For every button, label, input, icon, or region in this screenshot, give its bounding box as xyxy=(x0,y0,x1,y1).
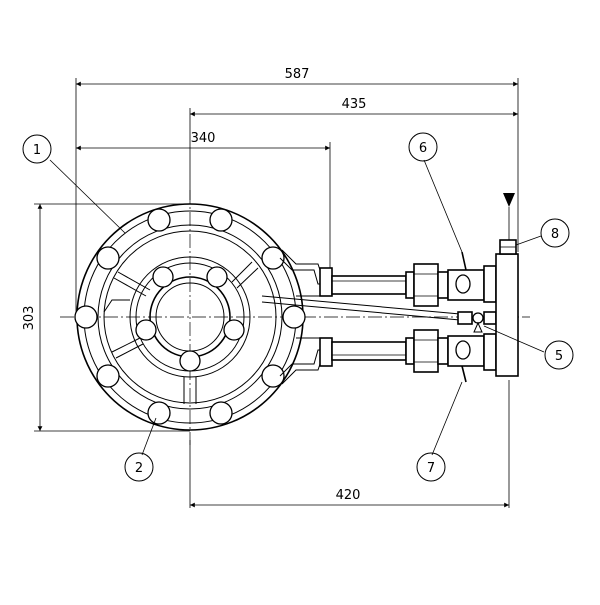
dim-burner-center-to-end: 420 xyxy=(336,488,361,503)
dim-overall-width: 587 xyxy=(285,67,310,82)
pilot-tube xyxy=(261,295,497,333)
upper-pipe-assembly xyxy=(331,251,497,307)
balloon-7-label: 7 xyxy=(427,461,435,476)
dimension-lines xyxy=(37,81,518,508)
balloon-6: 6 xyxy=(408,132,438,162)
manifold xyxy=(495,193,519,377)
balloon-5-label: 5 xyxy=(555,349,563,364)
balloon-7: 7 xyxy=(416,452,446,482)
dim-height: 303 xyxy=(22,306,37,331)
balloon-2: 2 xyxy=(124,452,154,482)
balloon-8-label: 8 xyxy=(551,227,559,242)
burner-body xyxy=(74,203,306,431)
balloon-2-label: 2 xyxy=(135,461,143,476)
mixing-necks xyxy=(279,249,333,385)
center-lines xyxy=(60,190,530,445)
dim-burner-diameter: 340 xyxy=(191,131,216,146)
balloon-5: 5 xyxy=(544,340,574,370)
gas-inlet-arrow-icon xyxy=(503,193,515,207)
balloon-1: 1 xyxy=(22,134,52,164)
extension-lines xyxy=(34,78,519,508)
lower-pipe-assembly xyxy=(331,329,497,383)
balloon-1-label: 1 xyxy=(33,143,41,158)
balloon-6-label: 6 xyxy=(419,141,427,156)
dim-burner-to-manifold: 435 xyxy=(342,97,367,112)
leader-lines xyxy=(49,159,545,456)
balloon-8: 8 xyxy=(540,218,570,248)
